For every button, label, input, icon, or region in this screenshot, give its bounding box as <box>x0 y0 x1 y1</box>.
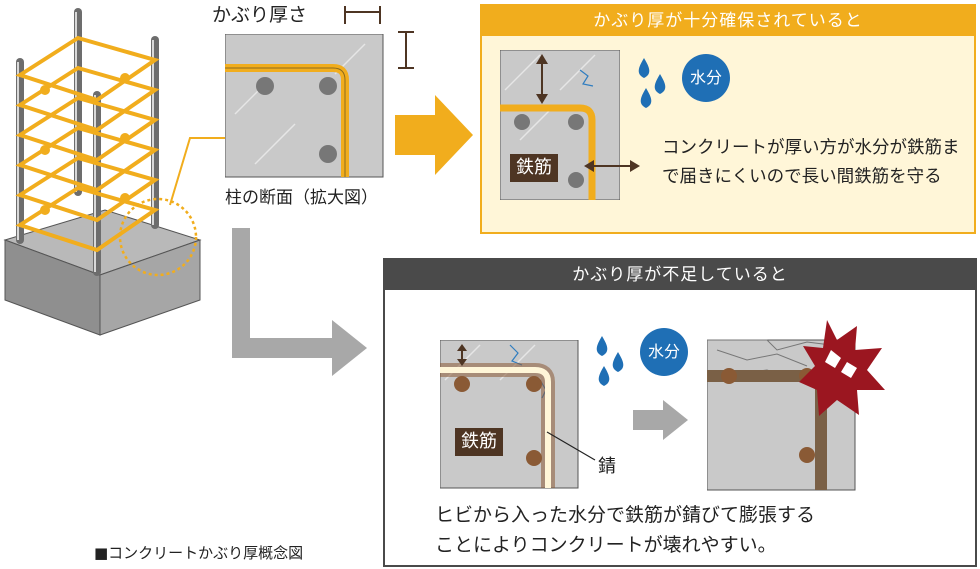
bad-section-illustration <box>440 340 579 489</box>
arrow-right-icon <box>395 95 473 175</box>
bad-panel-header: かぶり厚が不足していると <box>385 260 975 290</box>
zoom-connector <box>169 137 226 206</box>
good-water-badge: 水分 <box>682 54 730 102</box>
water-drops-icon <box>638 58 666 108</box>
bad-water-badge: 水分 <box>640 328 688 376</box>
bad-description-line-2: ことによりコンクリートが壊れやすい。 <box>435 534 777 556</box>
section-label: 柱の断面（拡大図） <box>225 188 378 208</box>
bad-water-drops-icon <box>596 336 624 386</box>
bad-description: ヒビから入った水分で鉄筋が錆びて膨張する ことによりコンクリートが壊れやすい。 <box>435 500 955 560</box>
bad-description-line-1: ヒビから入った水分で鉄筋が錆びて膨張する <box>435 504 816 526</box>
dimension-arrow-icon <box>344 6 414 69</box>
zoom-section <box>225 34 384 178</box>
good-rebar-label: 鉄筋 <box>510 154 558 182</box>
column-illustration <box>3 8 202 336</box>
zoom-title: かぶり厚さ <box>212 4 308 26</box>
bad-cover-panel: かぶり厚が不足していると 鉄筋 錆 水分 <box>383 258 977 567</box>
good-cover-panel: かぶり厚が十分確保されていると 鉄筋 水分 <box>480 4 976 234</box>
crack-burst-icon <box>799 320 885 416</box>
caption: ■コンクリートかぶり厚概念図 <box>94 544 304 562</box>
arrow-down-right-icon <box>232 228 367 376</box>
rust-pointer <box>546 431 596 461</box>
broken-section-illustration <box>707 320 885 491</box>
bad-arrow-right-icon <box>633 400 688 440</box>
rust-label: 錆 <box>598 456 616 477</box>
good-dimension-arrow-icon <box>584 160 640 172</box>
bad-rebar-label: 鉄筋 <box>455 428 503 456</box>
good-panel-header: かぶり厚が十分確保されていると <box>482 6 974 36</box>
good-description: コンクリートが厚い方が水分が鉄筋まで届きにくいので長い間鉄筋を守る <box>662 138 960 187</box>
